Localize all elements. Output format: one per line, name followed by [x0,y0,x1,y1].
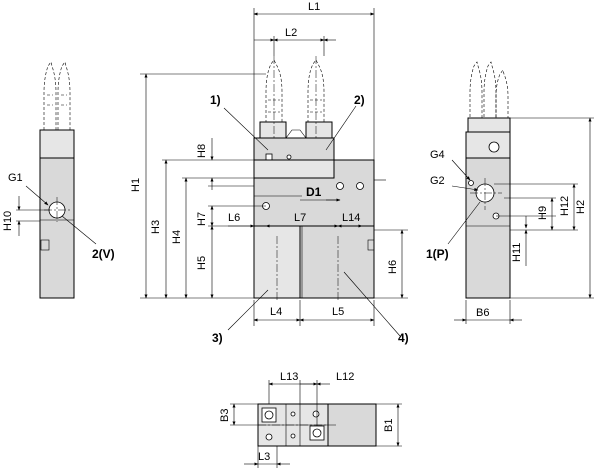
label-l12: L12 [336,371,354,383]
label-h5: H5 [196,256,208,270]
label-port-v: 2(V) [92,247,115,261]
label-l1: L1 [308,1,320,13]
label-h4: H4 [171,230,183,244]
label-l4: L4 [270,306,282,318]
label-b6: B6 [476,307,489,319]
label-h3: H3 [150,220,162,234]
label-h2: H2 [575,200,587,214]
label-l6: L6 [228,212,240,224]
label-l7: L7 [294,212,306,224]
callout-3: 3) [212,331,223,345]
label-d1: D1 [306,185,322,199]
callout-2: 2) [354,93,365,107]
label-g2: G2 [430,175,445,187]
left-side-view [16,61,97,299]
front-view [140,8,408,337]
label-h8: H8 [196,144,208,158]
label-l3: L3 [258,451,270,463]
label-h1: H1 [130,178,142,192]
callout-1: 1) [210,93,221,107]
label-h12: H12 [559,196,571,216]
label-port-p: 1(P) [426,247,449,261]
label-g4: G4 [430,149,445,161]
label-h11: H11 [511,243,523,262]
callout-4: 4) [398,331,409,345]
label-l13: L13 [280,371,298,383]
label-g1: G1 [8,172,23,184]
label-h10: H10 [2,211,14,231]
label-h6: H6 [387,260,399,274]
label-l14: L14 [342,212,360,224]
bottom-view [230,380,402,468]
label-l5: L5 [332,306,344,318]
right-side-view [447,61,594,324]
label-b1: B1 [383,419,395,432]
label-l2: L2 [285,27,297,39]
label-b3: B3 [219,409,231,422]
label-h7: H7 [196,212,208,226]
label-h9: H9 [537,206,549,220]
